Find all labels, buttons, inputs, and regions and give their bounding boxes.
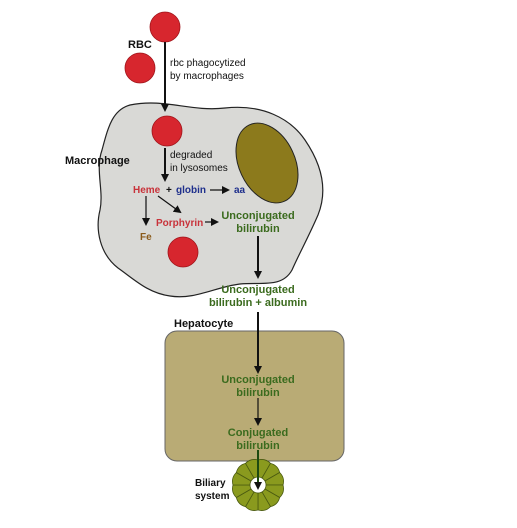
plus-sign: +: [166, 185, 172, 196]
degraded-label-line2: in lysosomes: [170, 163, 228, 174]
unconjugated-bilirubin-1-line1: Unconjugated: [221, 210, 294, 222]
macrophage-label: Macrophage: [65, 155, 130, 167]
porphyrin-label: Porphyrin: [156, 218, 203, 229]
rbc-left: [124, 52, 156, 84]
rbc-label: RBC: [128, 39, 152, 51]
aa-label: aa: [234, 185, 246, 196]
phagocytized-label-line2: by macrophages: [170, 71, 244, 82]
conjugated-bilirubin-line2: bilirubin: [236, 440, 280, 452]
rbc-engulfed: [151, 115, 183, 147]
biliary-label-line1: Biliary: [195, 478, 226, 489]
arrow-heme-to-porphyrin: [157, 195, 182, 214]
rbc-top: [149, 11, 181, 43]
phagocytized-label-line1: rbc phagocytized: [170, 58, 246, 69]
nucleus: [235, 122, 299, 204]
fe-label: Fe: [140, 232, 152, 243]
degraded-label-line1: degraded: [170, 150, 212, 161]
rbc-lower: [167, 236, 199, 268]
unconjugated-albumin-line1: Unconjugated: [221, 284, 294, 296]
unconjugated-bilirubin-2-line1: Unconjugated: [221, 374, 294, 386]
hepatocyte-label: Hepatocyte: [174, 318, 233, 330]
biliary-label-line2: system: [195, 491, 230, 502]
unconjugated-albumin-line2: bilirubin + albumin: [209, 297, 307, 309]
biliary-duct-icon: [232, 459, 284, 511]
globin-label: globin: [176, 185, 206, 196]
conjugated-bilirubin-line1: Conjugated: [228, 427, 289, 439]
macrophage-cell: [97, 102, 324, 298]
heme-label: Heme: [133, 185, 161, 196]
unconjugated-bilirubin-1-line2: bilirubin: [236, 223, 280, 235]
unconjugated-bilirubin-2-line2: bilirubin: [236, 387, 280, 399]
